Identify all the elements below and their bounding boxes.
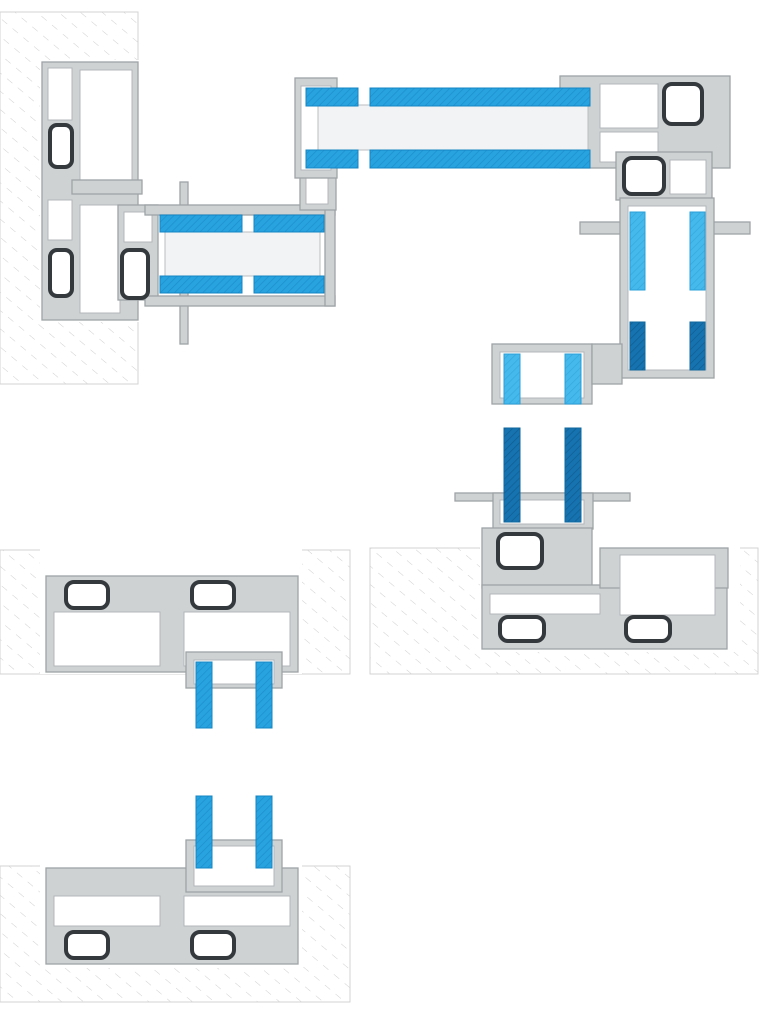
frame-profile	[41, 61, 337, 345]
glass-panels	[503, 353, 582, 523]
thermal-break-strip	[120, 248, 150, 300]
thermal-break-strip	[190, 930, 236, 960]
sliding-head-sill-detail	[294, 75, 751, 379]
thermal-break-strip	[64, 930, 110, 960]
thermal-breaks	[64, 580, 236, 960]
insulated-glass-unit	[159, 214, 325, 294]
thermal-break-strip	[190, 580, 236, 610]
thermal-break-strip	[624, 615, 672, 643]
thermal-break-strip	[496, 532, 544, 570]
thermal-break-strip	[48, 248, 74, 298]
glass-panels	[195, 661, 273, 869]
thermal-breaks	[48, 123, 150, 300]
thermal-break-strip	[48, 123, 74, 169]
thermal-break-strip	[498, 615, 546, 643]
thermal-breaks	[622, 82, 704, 196]
corner-detail	[0, 11, 337, 385]
floor-threshold-detail	[0, 540, 351, 1003]
thermal-break-strip	[64, 580, 110, 610]
frame-profile	[454, 343, 729, 650]
thermal-breaks	[496, 532, 672, 643]
glass-panels	[305, 87, 706, 371]
vertical-section-detail	[369, 343, 759, 675]
thermal-break-strip	[622, 156, 666, 196]
thermal-break-strip	[662, 82, 704, 126]
